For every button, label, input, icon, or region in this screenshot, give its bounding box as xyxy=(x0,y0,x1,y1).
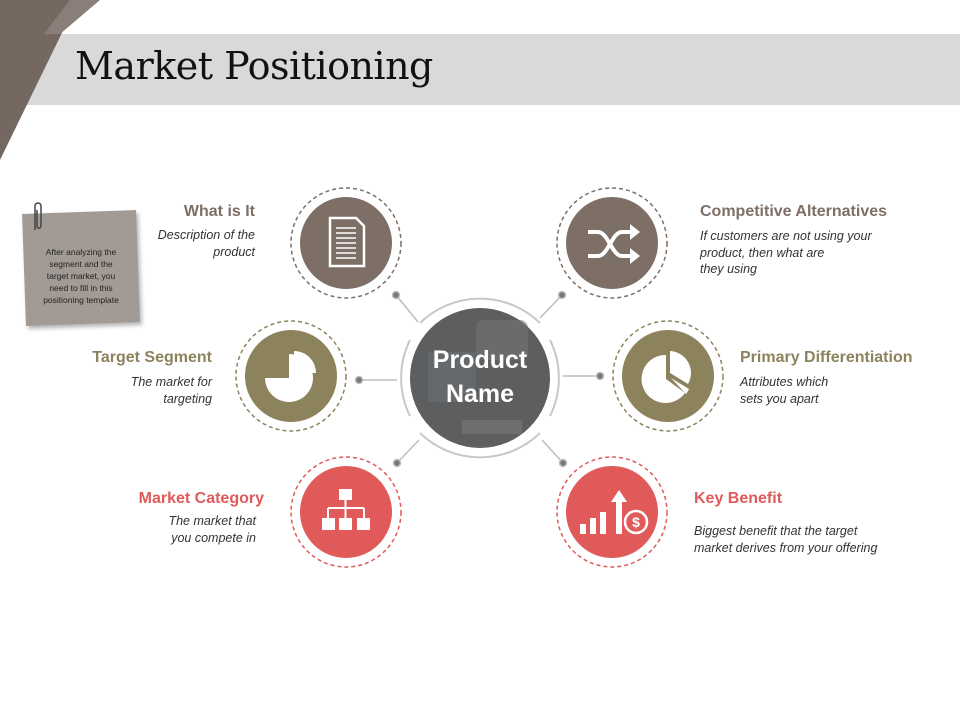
primary-differentiation-description: Attributes which sets you apart xyxy=(740,375,829,406)
center-ring-arcs xyxy=(400,297,560,459)
title-band xyxy=(0,34,960,105)
growth-dollar-icon: $ xyxy=(580,490,649,535)
target-segment-description: The market for targeting xyxy=(130,375,212,406)
primary-differentiation-circle xyxy=(612,320,724,432)
shuffle-icon xyxy=(588,224,640,264)
svg-text:$: $ xyxy=(632,514,640,530)
market-category-description: The market that you compete in xyxy=(168,514,256,545)
pie-chart-icon xyxy=(265,351,316,402)
key-benefit-circle xyxy=(556,456,668,568)
primary-differentiation-heading: Primary Differentiation xyxy=(740,349,913,366)
connectors xyxy=(354,290,605,468)
competitive-alternatives-heading: Competitive Alternatives xyxy=(700,203,888,220)
key-benefit-heading: Key Benefit xyxy=(694,490,783,507)
document-icon xyxy=(328,216,366,268)
competitive-alternatives-description: If customers are not using your product,… xyxy=(700,229,872,276)
sticky-note-text: After analyzing the segment and the targ… xyxy=(43,247,119,305)
market-category-heading: Market Category xyxy=(138,490,264,507)
pie-chart-icon xyxy=(641,351,691,403)
key-benefit-description: Biggest benefit that the target market d… xyxy=(694,524,878,555)
target-segment-heading: Target Segment xyxy=(92,349,212,366)
page-title: Market Positioning xyxy=(75,44,433,88)
paperclip-icon xyxy=(34,202,42,230)
hierarchy-icon xyxy=(322,489,370,530)
what-is-it-description: Description of the product xyxy=(157,228,255,259)
what-is-it-heading: What is It xyxy=(183,203,255,220)
product-name-label: Product Name xyxy=(432,346,528,408)
product-center-circle xyxy=(410,308,550,448)
corner-decoration xyxy=(0,0,100,160)
